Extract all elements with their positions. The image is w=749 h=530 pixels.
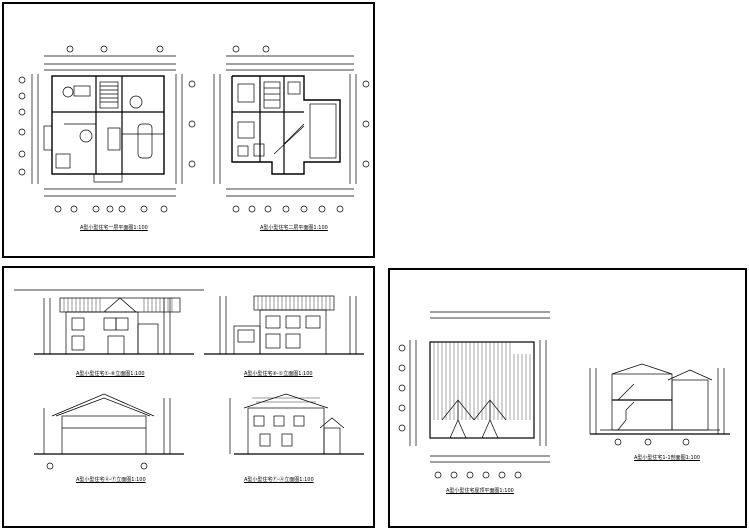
side-elevation-right bbox=[229, 393, 364, 455]
roof-plan bbox=[398, 311, 550, 479]
front-elevation-title: A型小型住宅①-⑧立面图1:100 bbox=[76, 371, 145, 377]
elevations-drawing bbox=[14, 289, 364, 470]
roof-section-drawing bbox=[398, 311, 730, 479]
elevations-sheet: A型小型住宅①-⑧立面图1:100 A型小型住宅⑧-①立面图1:100 A型小型… bbox=[2, 266, 375, 528]
second-floor-plan-title: A型小型住宅二层平面图1:100 bbox=[260, 225, 328, 231]
roof-section-sheet: A型小型住宅屋顶平面图1:100 A型小型住宅1-1剖面图1:100 bbox=[388, 268, 747, 528]
first-floor-axis-markers bbox=[18, 45, 196, 213]
side-left-elevation-title: A型小型住宅Ⓐ-Ⓕ立面图1:100 bbox=[76, 477, 146, 483]
first-floor-plan bbox=[31, 55, 183, 197]
side-right-elevation-title: A型小型住宅Ⓕ-Ⓐ立面图1:100 bbox=[244, 477, 314, 483]
back-elevation-title: A型小型住宅⑧-①立面图1:100 bbox=[244, 371, 313, 377]
floor-plans-sheet: A型小型住宅一层平面图1:100 A型小型住宅二层平面图1:100 bbox=[2, 2, 375, 258]
floor-plans-drawing bbox=[18, 45, 370, 213]
first-floor-plan-title: A型小型住宅一层平面图1:100 bbox=[80, 225, 148, 231]
back-elevation bbox=[204, 295, 364, 355]
section-title: A型小型住宅1-1剖面图1:100 bbox=[634, 455, 700, 461]
front-elevation bbox=[14, 289, 204, 355]
roof-plan-title: A型小型住宅屋顶平面图1:100 bbox=[446, 488, 514, 494]
section-1-1 bbox=[589, 363, 730, 446]
second-floor-plan bbox=[213, 55, 357, 197]
side-elevation-left bbox=[34, 393, 184, 470]
second-floor-axis-markers bbox=[232, 45, 370, 213]
